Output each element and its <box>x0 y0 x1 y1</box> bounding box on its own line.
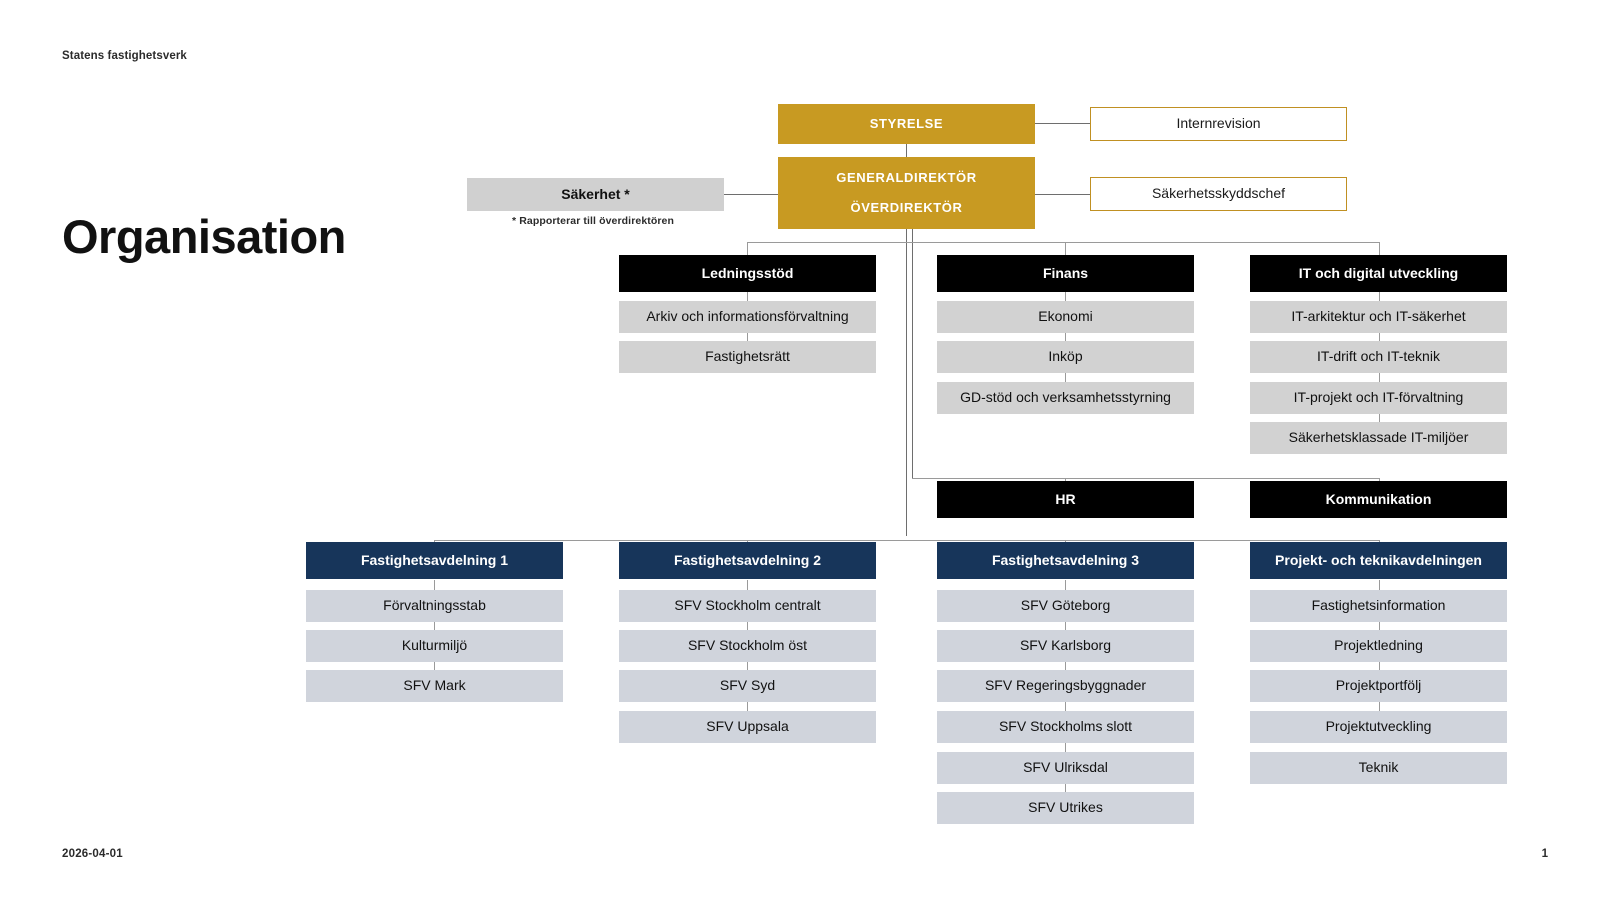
node-finans-header[interactable]: Finans <box>937 255 1194 292</box>
connector-stub <box>1379 661 1380 671</box>
node-hr-header[interactable]: HR <box>937 481 1194 518</box>
connector-stub <box>1379 580 1380 590</box>
connector-stub <box>747 332 748 342</box>
node-projekt-teknik-header[interactable]: Projekt- och teknikavdelningen <box>1250 542 1507 579</box>
node-internrevision[interactable]: Internrevision <box>1090 107 1347 141</box>
connector-gd-sakerhetsskyddschef <box>1035 194 1090 195</box>
connector-styrelse-internrevision <box>1035 123 1090 124</box>
connector-stub <box>747 702 748 712</box>
connector-stub <box>1065 743 1066 753</box>
node-fastighetsavdelning-2-header[interactable]: Fastighetsavdelning 2 <box>619 542 876 579</box>
node-projekt-teknik-item-3[interactable]: Projektutveckling <box>1250 711 1507 743</box>
connector-department-drop-4 <box>1379 540 1380 543</box>
connector-department-bus <box>434 540 1380 541</box>
connector-department-drop-1 <box>434 540 435 543</box>
connector-stub <box>1065 702 1066 712</box>
connector-stub <box>747 580 748 590</box>
connector-secondrow-drop-kom <box>1379 478 1380 482</box>
node-projekt-teknik-item-2[interactable]: Projektportfölj <box>1250 670 1507 702</box>
node-projekt-teknik-item-0[interactable]: Fastighetsinformation <box>1250 590 1507 622</box>
node-styrelse[interactable]: STYRELSE <box>778 104 1035 144</box>
connector-staff-drop-1 <box>747 242 748 256</box>
node-fastighetsavdelning-3-item-2[interactable]: SFV Regeringsbyggnader <box>937 670 1194 702</box>
node-finans-item-2[interactable]: GD-stöd och verksamhetsstyrning <box>937 382 1194 414</box>
footer-date: 2026-04-01 <box>62 848 123 860</box>
connector-sakerhet-gd <box>724 194 778 195</box>
gd-line-2: ÖVERDIREKTÖR <box>850 200 963 215</box>
node-fastighetsavdelning-3-item-3[interactable]: SFV Stockholms slott <box>937 711 1194 743</box>
connector-stub <box>1065 291 1066 301</box>
connector-stub <box>1379 332 1380 342</box>
connector-stub <box>1379 372 1380 382</box>
node-kommunikation-header[interactable]: Kommunikation <box>1250 481 1507 518</box>
connector-stub <box>1065 372 1066 382</box>
page-title: Organisation <box>62 210 346 263</box>
node-fastighetsavdelning-3-item-5[interactable]: SFV Utrikes <box>937 792 1194 824</box>
node-fastighetsavdelning-2-item-0[interactable]: SFV Stockholm centralt <box>619 590 876 622</box>
connector-stub <box>1065 580 1066 590</box>
connector-gd-trunk-main <box>906 229 907 536</box>
connector-gd-trunk-secondary <box>912 229 913 479</box>
node-fastighetsavdelning-3-item-4[interactable]: SFV Ulriksdal <box>937 752 1194 784</box>
node-fastighetsavdelning-3-item-1[interactable]: SFV Karlsborg <box>937 630 1194 662</box>
footer-page-number: 1 <box>1541 848 1548 860</box>
gd-line-1: GENERALDIREKTÖR <box>836 169 977 185</box>
node-finans-item-1[interactable]: Inköp <box>937 341 1194 373</box>
connector-secondrow-drop-hr <box>1065 478 1066 482</box>
connector-stub <box>1379 621 1380 631</box>
connector-stub <box>1065 783 1066 793</box>
connector-stub <box>1065 621 1066 631</box>
node-fastighetsavdelning-3-item-0[interactable]: SFV Göteborg <box>937 590 1194 622</box>
connector-staff-drop-3 <box>1379 242 1380 256</box>
node-it-item-1[interactable]: IT-drift och IT-teknik <box>1250 341 1507 373</box>
connector-stub <box>747 291 748 301</box>
node-fastighetsavdelning-3-header[interactable]: Fastighetsavdelning 3 <box>937 542 1194 579</box>
connector-styrelse-gd <box>906 140 907 157</box>
node-fastighetsavdelning-1-header[interactable]: Fastighetsavdelning 1 <box>306 542 563 579</box>
connector-stub <box>1065 661 1066 671</box>
connector-department-drop-2 <box>747 540 748 543</box>
brand-label: Statens fastighetsverk <box>62 50 187 62</box>
node-it-item-3[interactable]: Säkerhetsklassade IT-miljöer <box>1250 422 1507 454</box>
connector-stub <box>434 580 435 590</box>
node-sakerhetsskyddschef[interactable]: Säkerhetsskyddschef <box>1090 177 1347 211</box>
node-ledningsstod-item-0[interactable]: Arkiv och informationsförvaltning <box>619 301 876 333</box>
connector-stub <box>1379 413 1380 423</box>
node-fastighetsavdelning-1-item-2[interactable]: SFV Mark <box>306 670 563 702</box>
node-fastighetsavdelning-2-item-3[interactable]: SFV Uppsala <box>619 711 876 743</box>
node-ledningsstod-item-1[interactable]: Fastighetsrätt <box>619 341 876 373</box>
connector-stub <box>747 621 748 631</box>
connector-stub <box>434 621 435 631</box>
node-finans-item-0[interactable]: Ekonomi <box>937 301 1194 333</box>
node-it-item-0[interactable]: IT-arkitektur och IT-säkerhet <box>1250 301 1507 333</box>
node-projekt-teknik-item-4[interactable]: Teknik <box>1250 752 1507 784</box>
footnote-sakerhet: * Rapporterar till överdirektören <box>512 215 675 227</box>
node-it-header[interactable]: IT och digital utveckling <box>1250 255 1507 292</box>
node-it-item-2[interactable]: IT-projekt och IT-förvaltning <box>1250 382 1507 414</box>
node-sakerhet[interactable]: Säkerhet * <box>467 178 724 211</box>
connector-stub <box>1379 291 1380 301</box>
node-ledningsstod-header[interactable]: Ledningsstöd <box>619 255 876 292</box>
node-generaldirektor[interactable]: GENERALDIREKTÖR ÖVERDIREKTÖR <box>778 157 1035 229</box>
connector-stub <box>434 661 435 671</box>
connector-stub <box>747 661 748 671</box>
connector-staff-bus <box>747 242 1379 243</box>
connector-staff-drop-2 <box>1065 242 1066 256</box>
connector-department-drop-3 <box>1065 540 1066 543</box>
node-projekt-teknik-item-1[interactable]: Projektledning <box>1250 630 1507 662</box>
connector-stub <box>1379 702 1380 712</box>
connector-stub <box>1065 332 1066 342</box>
connector-secondrow-bus <box>912 478 1380 479</box>
node-fastighetsavdelning-1-item-1[interactable]: Kulturmiljö <box>306 630 563 662</box>
node-fastighetsavdelning-1-item-0[interactable]: Förvaltningsstab <box>306 590 563 622</box>
node-fastighetsavdelning-2-item-1[interactable]: SFV Stockholm öst <box>619 630 876 662</box>
node-fastighetsavdelning-2-item-2[interactable]: SFV Syd <box>619 670 876 702</box>
